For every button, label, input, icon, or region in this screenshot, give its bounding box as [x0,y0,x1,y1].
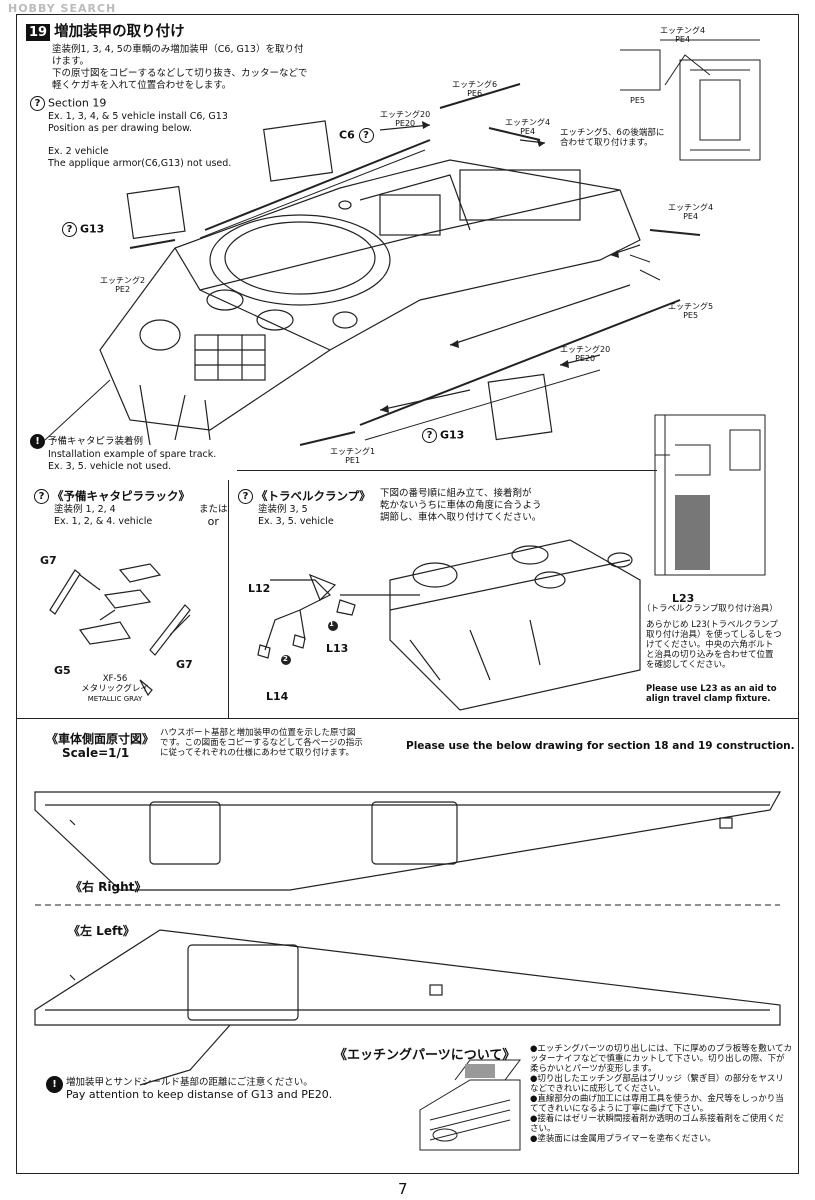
page-number: 7 [398,1180,408,1198]
divider-side-drawing [16,718,799,719]
l23-jp-text: あらかじめ L23(トラベルクランプ取り付け治具）を使ってしるしをつけてください… [646,620,782,670]
section19-ex2-text: Ex. 2 vehicle The applique armor(C6,G13)… [48,146,232,169]
step-1-marker: 1 [329,620,334,628]
label-c6: C6 ? [339,128,377,143]
rack-diagram [49,563,191,697]
question-icon: ? [358,128,374,143]
watermark: HOBBY SEARCH [8,2,117,15]
label-g7-a: G7 [40,554,57,567]
etching-note: ●接着にはゼリー状瞬間接着剤か透明のゴム系接着剤をご使用ください。 [530,1114,784,1134]
step-number: 19 [26,24,51,41]
fixture-inset [654,414,766,576]
label-right: 《右 Right》 [70,880,147,894]
rack-header: ?《予備キャタピララック》 塗装例 1, 2, 4 Ex. 1, 2, & 4.… [34,488,190,528]
label-left: 《左 Left》 [68,924,135,938]
or-label: または or [199,504,228,528]
etching-illustration [419,1059,521,1151]
etching-note: ●切り出したエッチング部品はブリッジ（繋ぎ目）の部分をヤスリなどできれいに成形し… [530,1074,784,1094]
clamp-note: 下図の番号順に組み立て、接着剤が乾かないうちに車体の角度に合うよう調節し、車体へ… [380,488,542,523]
side-drawing [34,791,782,1086]
page-frame [16,14,799,1174]
label-l14: L14 [266,690,289,703]
etching-note: ●エッチングパーツの切り出しには、下に厚めのプラ板等を敷いてカッターナイフなどで… [530,1044,792,1074]
etching-notes: ●エッチングパーツの切り出しには、下に厚めのプラ板等を敷いてカッターナイフなどで… [530,1044,792,1144]
question-icon: ? [238,489,253,504]
side-jp-text: ハウスボート基部と増加装甲の位置を示した原寸図です。この図面をコピーするなどして… [160,728,363,758]
label-pe56-note: エッチング5、6の後端部に合わせて取り付けます。 [560,128,665,148]
label-g5: G5 [54,664,71,677]
clamp-diagram [257,539,641,711]
warning-icon: ! [46,1076,63,1093]
warning-jp: 増加装甲とサンドシールド基部の距離にご注意ください。 [66,1077,313,1088]
label-l12: L12 [248,582,271,595]
side-en-text: Please use the below drawing for section… [406,740,795,752]
warning-en: Pay attention to keep distanse of G13 an… [66,1088,333,1101]
section19-en-text: ?Section 19 Ex. 1, 3, 4, & 5 vehicle ins… [30,96,290,135]
label-g7-b: G7 [176,658,193,671]
question-icon: ? [30,96,45,111]
warning-note: ! [46,1074,66,1093]
label-l13: L13 [326,642,349,655]
question-icon: ? [34,489,49,504]
etching-note: ●直線部分の曲げ加工には専用工具を使うか、金尺等をしっかり当ててきれいになるよう… [530,1094,784,1114]
section19-jp-text: 塗装例1, 3, 4, 5の車輌のみ増加装甲（C6, G13）を取り付 けます。… [52,44,308,91]
spare-track-note: !予備キャタピラ装着例 Installation example of spar… [30,434,230,473]
hull-diagram [44,39,761,446]
step-2-marker: 2 [283,655,288,663]
section-title: 増加装甲の取り付け [54,24,185,40]
etching-title: 《エッチングパーツについて》 [334,1048,516,1063]
label-l23: L23 [672,592,695,605]
label-g13-left: ?G13 [62,222,104,237]
divider-rack-clamp [228,480,229,718]
side-title: 《車体側面原寸図》 [46,732,155,746]
label-pe5-top: PE5 [630,96,645,105]
clamp-header: ?《トラベルクランプ》 塗装例 3, 5 Ex. 3, 5. vehicle [238,488,371,528]
side-scale: Scale=1/1 [62,746,130,760]
label-g13-right: ?G13 [422,428,464,443]
paint-callout: XF-56 メタリックグレイ METALLIC GRAY [81,674,149,703]
warning-icon: ! [30,434,45,449]
question-icon: ? [62,222,77,237]
divider-section19 [237,470,657,471]
label-l23-sub: （トラベルクランプ取り付け治具） [642,604,778,614]
question-icon: ? [422,428,437,443]
etching-note: ●塗装面には金属用プライマーを塗布ください。 [530,1134,716,1144]
